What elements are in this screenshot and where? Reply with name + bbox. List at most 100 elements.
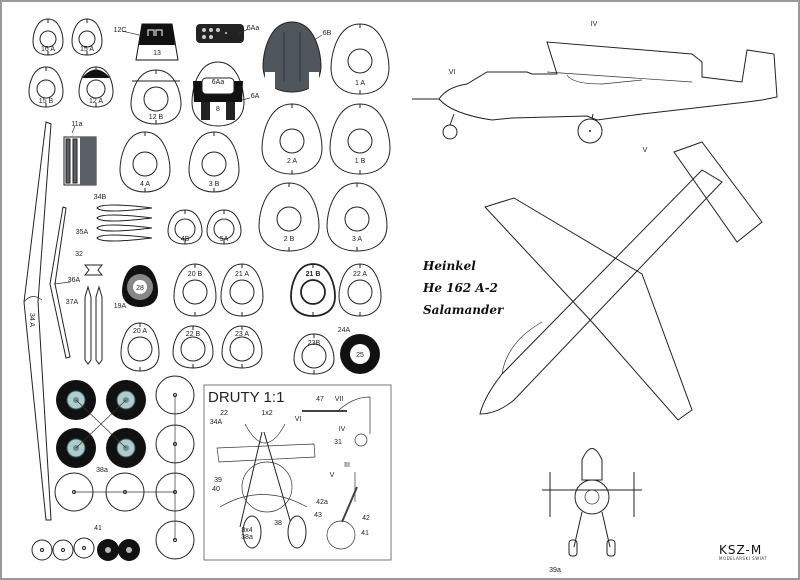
wire-label-39: 39: [214, 477, 222, 484]
label-34b: 34B: [94, 194, 107, 201]
part-32: 32: [75, 251, 104, 276]
wire-label-42a: 42a: [316, 499, 328, 506]
former-label: 22 B: [186, 331, 201, 338]
former-12a: 12 A: [78, 66, 114, 108]
wire-label-22: 22: [220, 410, 228, 417]
former-label: 1 A: [355, 80, 365, 87]
former-6b: 6B: [262, 21, 332, 93]
former-label: 20 B: [188, 271, 203, 278]
label-24a: 24A: [338, 327, 351, 334]
part-11a: 11a: [63, 121, 97, 186]
label-28: 28: [136, 285, 144, 292]
former-3b: 3 B: [188, 131, 240, 193]
wire-label-34a: 34A: [210, 419, 223, 426]
part-19a-wheel: 28 19A: [114, 265, 158, 310]
label-38a: 38a: [96, 467, 108, 474]
aircraft-name-line1: Heinkel: [422, 259, 476, 273]
label-39a: 39a: [549, 567, 561, 574]
former-label: 21 B: [306, 271, 321, 278]
wire-label-vii: VII: [335, 396, 344, 403]
former-label: 23B: [308, 340, 321, 347]
wheel-connectors: 38a 41: [74, 395, 176, 540]
label-side-v: V: [643, 147, 648, 154]
former-label: 3 B: [209, 181, 220, 188]
label-13: 13: [153, 50, 161, 57]
label-6b: 6B: [323, 30, 332, 37]
former-label: 15 A: [80, 46, 94, 53]
wire-label-42: 42: [362, 515, 370, 522]
former-15b: 15 B: [28, 66, 64, 108]
label-37a: 37A: [66, 299, 79, 306]
wheel-hub-black: [97, 539, 119, 561]
former-22a: 22 A: [338, 263, 382, 317]
former-label: 2 A: [287, 158, 297, 165]
label-12c: 12C: [114, 27, 127, 34]
former-label: 15 B: [39, 98, 54, 105]
wires-title: DRUTY 1:1: [208, 389, 284, 406]
label-35a: 35A: [76, 229, 89, 236]
former-label: 22 A: [353, 271, 367, 278]
aircraft-front-view: 39a: [542, 448, 642, 574]
aircraft-top-view: Heinkel He 162 A-2 Salamander: [422, 141, 763, 421]
label-11a: 11a: [71, 121, 82, 128]
wire-label-43: 43: [314, 512, 322, 519]
label-19a: 19A: [114, 303, 127, 310]
parts-group: 16 A 15 A 15 B 12 A 12 B 1 A 2 A 1 B 4 A 3 B 2 B 3 …: [28, 18, 391, 561]
aircraft-name-line2: He 162 A-2: [422, 281, 498, 295]
wheel-disc: [52, 539, 74, 561]
wire-label-v: V: [330, 472, 335, 479]
part-12c-13: 12C 13: [114, 23, 179, 61]
part-34a-strip: 34 A: [23, 121, 52, 521]
former-21b: 21 B: [290, 263, 336, 317]
former-label: 1 B: [355, 158, 366, 165]
former-label: 12 A: [89, 98, 103, 105]
wire-label-iv: IV: [339, 426, 346, 433]
former-2a: 2 A: [261, 103, 323, 175]
former-5a: 5A: [206, 209, 242, 245]
former-label: 21 A: [235, 271, 249, 278]
former-label: 23 A: [235, 331, 249, 338]
former-23b: 23B: [293, 333, 335, 375]
former-label: 20 A: [133, 328, 147, 335]
former-3a: 3 A: [326, 182, 388, 252]
former-21a: 21 A: [220, 263, 264, 317]
former-label: 4 A: [140, 181, 150, 188]
wire-label-vi: VI: [295, 416, 302, 423]
wire-label-47: 47: [316, 396, 324, 403]
part-37a-pins: 37A: [66, 285, 103, 365]
former-23a: 23 A: [221, 325, 263, 369]
aircraft-side-view: IV VI V: [412, 21, 778, 154]
label-36a: 36A: [68, 277, 81, 284]
part-36a-strip: 36A: [49, 206, 81, 359]
wheel-disc: [73, 537, 95, 559]
label-6aa-inner: 6Aa: [212, 79, 225, 86]
wire-label-38: 38: [274, 520, 282, 527]
former-22b: 22 B: [172, 325, 214, 369]
aircraft-name-line3: Salamander: [423, 303, 505, 317]
publisher-logo: KSZ-M MODELARSKI ŚWIAT: [719, 543, 767, 561]
former-1a: 1 A: [330, 23, 390, 95]
former-16a: 16 A: [32, 18, 64, 56]
label-41: 41: [94, 525, 102, 532]
former-4a: 4 A: [119, 131, 171, 193]
wire-label-1x2: 1x2: [261, 410, 272, 417]
part-34b-35a-blades: 34B 35A: [76, 194, 153, 242]
wire-label-40: 40: [212, 486, 220, 493]
former-20a: 20 A: [120, 322, 160, 372]
former-15a: 15 A: [71, 18, 103, 56]
former-20b: 20 B: [173, 263, 217, 317]
former-12b: 12 B: [130, 69, 182, 125]
label-32: 32: [75, 251, 83, 258]
former-label: 12 B: [149, 114, 164, 121]
wire-label-31: 31: [334, 439, 342, 446]
publisher-logo-text: KSZ-M: [719, 543, 762, 557]
former-label: 5A: [220, 236, 229, 243]
wire-label-38a: 38a: [241, 534, 253, 541]
former-label: 2 B: [284, 236, 295, 243]
